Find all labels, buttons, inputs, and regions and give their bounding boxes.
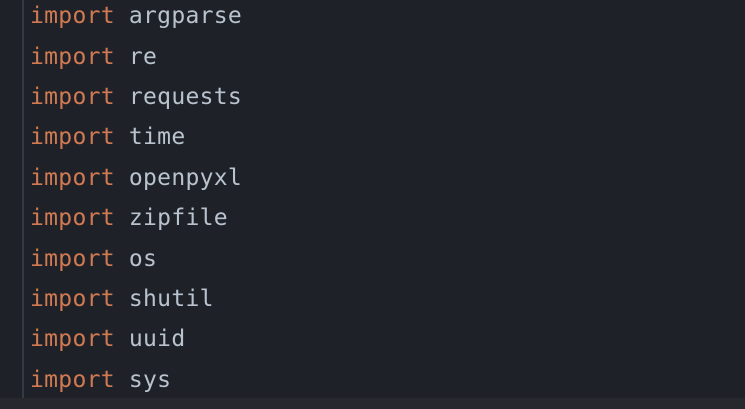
code-line[interactable]: import requests: [30, 77, 745, 117]
code-line[interactable]: import sys: [30, 360, 745, 400]
module-name: shutil: [128, 285, 214, 312]
code-line[interactable]: import shutil: [30, 279, 745, 319]
module-name: os: [128, 245, 158, 272]
keyword-import: import: [30, 43, 115, 70]
keyword-import: import: [30, 83, 115, 110]
keyword-import: import: [30, 366, 115, 393]
code-line[interactable]: import time: [30, 117, 745, 157]
code-line[interactable]: import argparse: [30, 0, 745, 36]
module-name: argparse: [128, 3, 243, 30]
keyword-import: import: [30, 124, 115, 151]
keyword-import: import: [30, 326, 115, 353]
code-line[interactable]: import re: [30, 36, 745, 76]
keyword-import: import: [30, 3, 115, 30]
module-name: uuid: [128, 326, 186, 353]
module-name: requests: [128, 83, 243, 110]
module-name: re: [128, 43, 158, 70]
module-name: time: [128, 124, 186, 151]
keyword-import: import: [30, 164, 115, 191]
gutter-divider-line: [22, 0, 24, 398]
code-editor[interactable]: import argparse import re import requests i…: [30, 0, 745, 400]
code-line[interactable]: import zipfile: [30, 198, 745, 238]
code-line[interactable]: import os: [30, 238, 745, 278]
bottom-panel-bar: [0, 398, 745, 409]
code-line[interactable]: import uuid: [30, 319, 745, 359]
module-name: openpyxl: [128, 164, 243, 191]
keyword-import: import: [30, 205, 115, 232]
code-line[interactable]: import openpyxl: [30, 158, 745, 198]
module-name: zipfile: [128, 205, 228, 232]
keyword-import: import: [30, 245, 115, 272]
keyword-import: import: [30, 285, 115, 312]
module-name: sys: [128, 366, 172, 393]
